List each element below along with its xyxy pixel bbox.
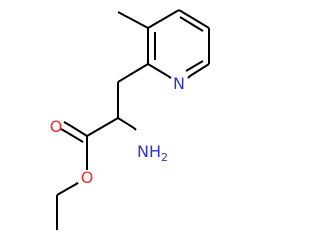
bond-carbonyl-o-red-b (60, 128, 69, 134)
bond-alpha-to-carbonyl (86, 117, 119, 137)
bond-ring-n-c6-blue (187, 75, 191, 79)
bond-group (56, 9, 210, 230)
molecule-structure: N O O NH2 (50, 9, 210, 230)
bond-carbonyl-double-b (67, 132, 84, 143)
bond-amine-blue (133, 127, 137, 131)
bond-ring-c3-c4 (147, 9, 180, 29)
bond-ester-o-red-left (75, 182, 79, 185)
bond-carbonyl-double-a (70, 125, 88, 137)
atom-amine: NH2 (137, 142, 168, 164)
atom-nitrogen-ring: N (173, 74, 185, 93)
bond-methyl (117, 11, 149, 29)
bond-ring-c2-n-blue (167, 75, 172, 79)
bond-alpha-to-amine (117, 117, 135, 129)
bond-ester-o-to-ch2 (56, 182, 79, 196)
atom-oxygen-carbonyl: O (50, 117, 63, 136)
hetero-bond-group (60, 75, 191, 185)
bond-ring-to-ch2 (117, 63, 149, 83)
amine-subscript: 2 (161, 151, 168, 164)
bond-ring-n-c6 (189, 63, 210, 77)
amine-label: NH (137, 142, 161, 161)
bond-ring-n-c6-inner (185, 60, 204, 72)
bond-ring-c4-c5-inner (179, 16, 204, 32)
bond-ring-c2-n (147, 63, 169, 77)
atom-oxygen-ester: O (81, 168, 94, 187)
bond-carbonyl-o-red-a (63, 121, 72, 127)
bond-ring-c4-c5 (178, 9, 210, 29)
